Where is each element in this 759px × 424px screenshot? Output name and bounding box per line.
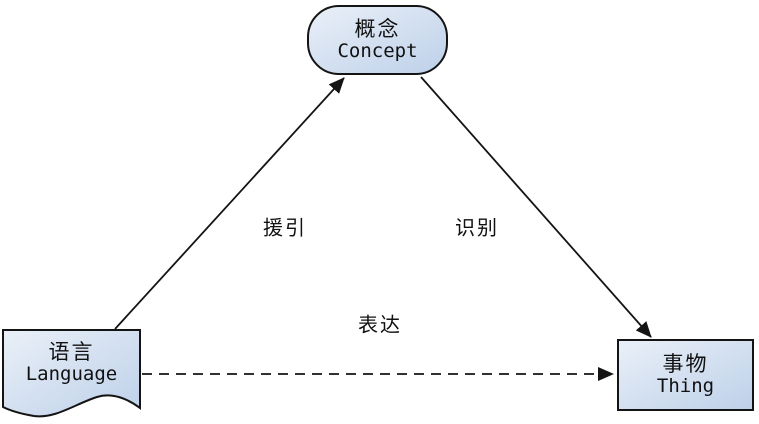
- edge-identify-line: [420, 76, 652, 338]
- node-language-shape: [2, 329, 141, 418]
- node-concept-shape: [307, 5, 448, 75]
- node-thing-shape: [617, 339, 754, 411]
- edge-cite-line: [114, 77, 345, 330]
